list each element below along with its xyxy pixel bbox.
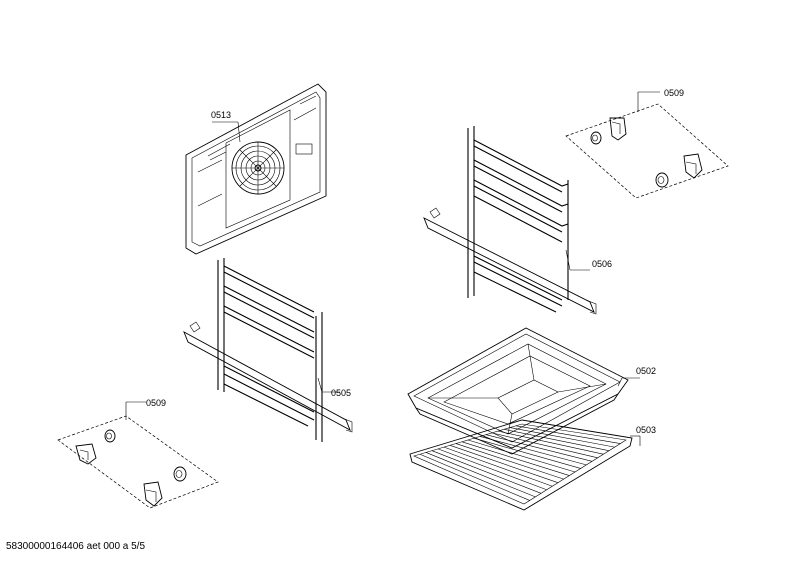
label-leader-0506 — [565, 249, 590, 271]
clip-set-bottom — [57, 415, 219, 509]
wire-grid-rack — [409, 419, 633, 511]
label-leader-0513 — [212, 121, 241, 143]
rack-bar — [497, 430, 604, 455]
part-label-0502: 0502 — [636, 366, 656, 376]
part-label-0503: 0503 — [636, 425, 656, 435]
rack-bar — [425, 452, 536, 498]
part-label-0505: 0505 — [331, 388, 351, 398]
rack-bar — [485, 434, 593, 462]
rack-bar — [491, 432, 598, 459]
label-leader-0509-bottom — [125, 401, 146, 420]
rack-bar — [515, 425, 621, 444]
side-rail-left — [183, 258, 353, 442]
rack-bar — [449, 445, 559, 483]
rack-bar — [467, 439, 576, 473]
part-label-0509-bottom: 0509 — [146, 398, 166, 408]
rack-bar — [509, 427, 615, 448]
fan-cover-panel — [185, 83, 327, 255]
part-label-0513: 0513 — [211, 110, 231, 120]
rack-bar — [419, 453, 530, 501]
clip-set-top — [565, 103, 729, 199]
side-rail-right — [423, 126, 597, 315]
label-leader-0509-top — [637, 91, 660, 112]
rack-bar — [455, 443, 564, 480]
rack-bar — [461, 441, 570, 476]
rack-bar — [443, 446, 553, 487]
label-leader-0505 — [317, 377, 340, 393]
label-leader-0502 — [617, 377, 640, 387]
rack-bars — [419, 425, 621, 501]
rack-bar — [479, 436, 587, 466]
rack-bar — [431, 450, 542, 494]
label-leader-0503 — [630, 435, 641, 446]
rack-bar — [473, 437, 581, 469]
rack-bar — [437, 448, 547, 491]
part-label-0506: 0506 — [592, 259, 612, 269]
document-footer-code: 58300000164406 aet 000 a 5/5 — [6, 541, 146, 552]
rack-bar — [503, 429, 610, 451]
part-label-0509-top: 0509 — [664, 88, 684, 98]
